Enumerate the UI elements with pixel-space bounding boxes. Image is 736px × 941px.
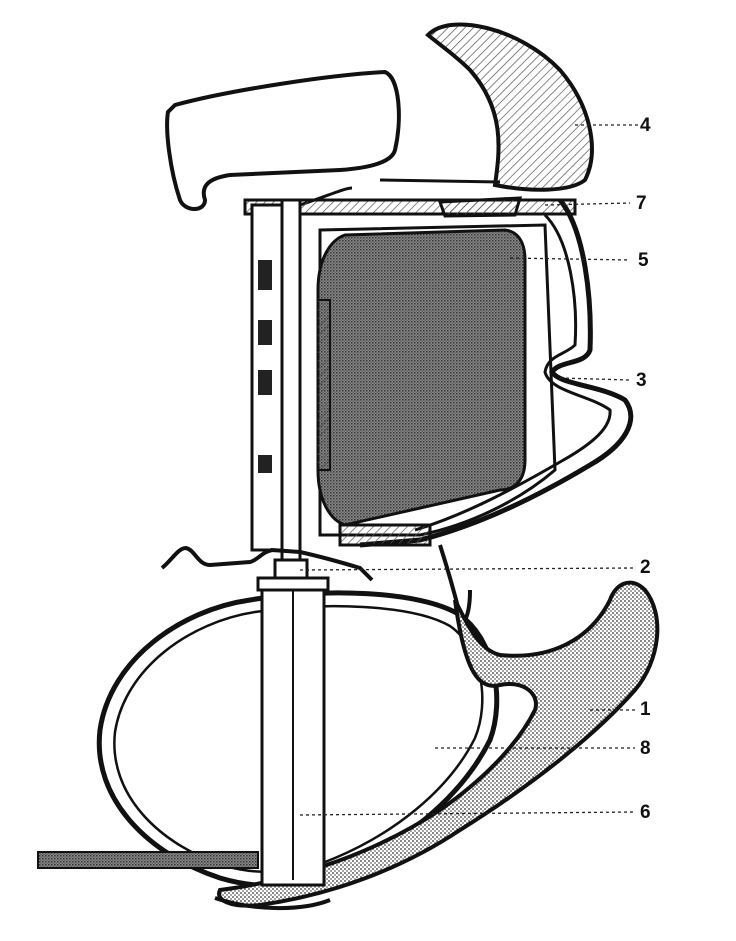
top-bolt-nut [273,558,309,580]
callout-6: 6 [640,802,651,823]
cover-rod-top [379,178,501,184]
left-frame-slot-4 [258,455,272,473]
base-strip [37,851,259,869]
core-block-edge [318,299,331,471]
callout-3: 3 [636,370,647,391]
callout-1: 1 [640,699,651,720]
housing-shell-inner [414,213,612,532]
callout-5: 5 [638,250,649,271]
part-7-lug [437,196,523,218]
left-frame-slot-2 [258,320,272,345]
ring-body-inner [113,605,484,874]
top-bolt [280,198,302,577]
callout-7: 7 [636,193,647,214]
cover-flap [165,69,401,211]
left-frame-slot-3 [258,370,272,395]
callout-8: 8 [640,738,651,759]
wavy-sheet-part-2 [160,545,374,582]
base-foot [214,896,331,911]
housing-shell-part-3 [359,198,634,548]
leader-line-7 [544,202,631,206]
outer-housing-part-1 [217,580,660,908]
leader-line-5 [509,257,631,261]
callout-2: 2 [640,557,651,578]
knob-part-4 [425,22,594,192]
leader-lines [299,124,640,816]
left-frame-slot-1 [258,260,272,290]
core-block-part-5 [316,228,527,527]
shaft-cap [256,576,330,592]
core-bottom-ring [338,523,432,547]
leader-line-2 [299,567,636,571]
callout-4: 4 [640,115,651,136]
leader-line-6 [299,811,636,816]
